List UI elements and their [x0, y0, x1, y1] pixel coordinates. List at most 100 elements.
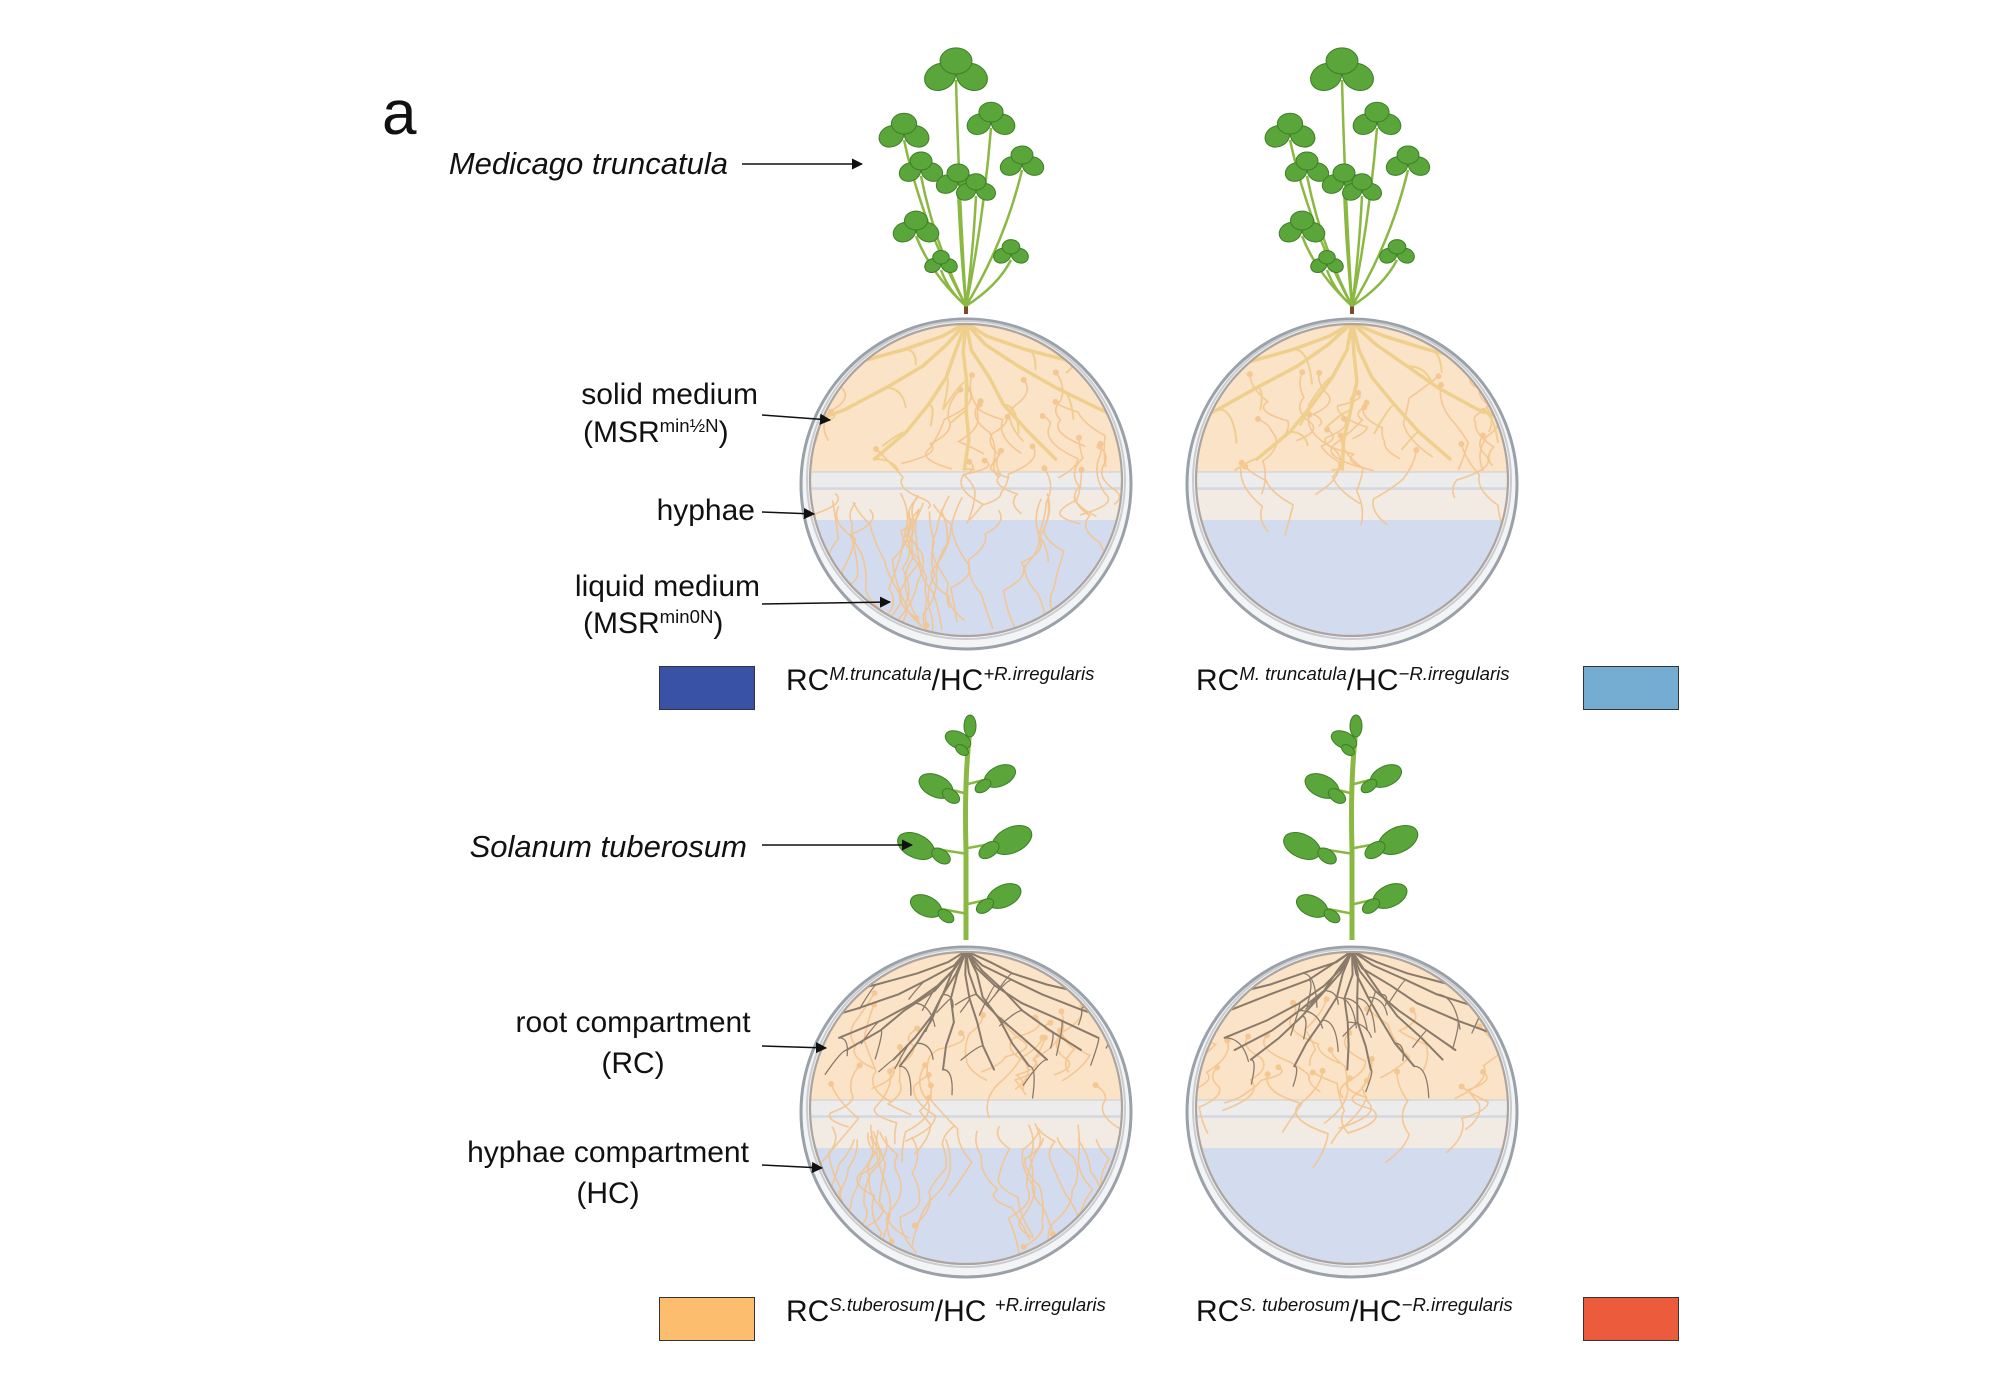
hypha-liquid — [922, 509, 949, 635]
leaflet — [1325, 47, 1359, 75]
medium-transition — [811, 490, 1121, 520]
compartment-divider — [1197, 1100, 1507, 1116]
spore — [1062, 624, 1069, 631]
lateral-root — [1394, 1042, 1404, 1062]
hypha — [1339, 1032, 1367, 1099]
medicago-plant-left — [878, 47, 1045, 314]
lateral-root — [1130, 376, 1138, 388]
main-root — [1343, 953, 1354, 1071]
leaflet-small — [931, 847, 951, 865]
spore — [911, 1222, 918, 1229]
label-solanum-tuberosum: Solanum tuberosum — [469, 829, 747, 864]
root-compartment-text: root compartment — [515, 1006, 751, 1039]
spore — [860, 1250, 867, 1257]
stem — [1325, 269, 1353, 307]
spore — [977, 398, 984, 405]
hypha-liquid — [914, 509, 928, 626]
label-hyphae-compartment: hyphae compartment (HC) — [450, 1136, 766, 1211]
medium-transition — [811, 1118, 1121, 1148]
leaflet — [909, 151, 933, 171]
hypha — [1289, 1002, 1340, 1064]
hypha-liquid — [1023, 1137, 1045, 1248]
spore — [1480, 1068, 1487, 1075]
main-root — [1197, 325, 1354, 391]
spore — [815, 617, 822, 624]
hypha — [964, 1014, 988, 1082]
spore — [856, 1062, 863, 1069]
dish-edge — [808, 322, 1124, 638]
hypha — [961, 459, 990, 525]
apical-bud — [963, 714, 977, 738]
spore — [1319, 1067, 1326, 1074]
hypha — [1372, 449, 1418, 526]
spore — [1245, 1033, 1252, 1040]
liquid-medium-formula-sup: min0N — [659, 605, 714, 627]
lateral-root — [1192, 389, 1200, 410]
main-root — [942, 953, 967, 1071]
dish-inner-rim — [1192, 320, 1512, 640]
spore — [998, 447, 1005, 454]
main-root — [811, 325, 968, 433]
hypha-liquid — [996, 1125, 1034, 1237]
compartment-divider — [1197, 472, 1507, 488]
hypha — [1044, 1021, 1076, 1073]
spore — [1438, 381, 1445, 388]
main-root — [1293, 953, 1353, 1068]
hypha-liquid — [1007, 1127, 1042, 1259]
lateral-root — [899, 1065, 912, 1096]
leaflet — [965, 173, 987, 191]
spore — [1413, 446, 1420, 453]
spore — [1363, 399, 1370, 406]
medicago-plant-right — [1264, 47, 1431, 314]
panel-letter: a — [382, 79, 417, 148]
lateral-root — [811, 374, 821, 398]
spore — [1355, 389, 1362, 396]
spore — [1214, 364, 1221, 371]
root-compartment-abbrev: (RC) — [601, 1046, 665, 1080]
spore — [979, 1012, 986, 1019]
compartment-divider — [811, 1100, 1121, 1116]
main-root — [961, 325, 971, 471]
leaflet-small — [1364, 840, 1386, 860]
hyphae-compartment-abbrev: (HC) — [576, 1176, 640, 1210]
spore — [1255, 416, 1262, 423]
hypha — [1362, 402, 1401, 460]
hypha — [1307, 414, 1361, 505]
spore — [1078, 466, 1085, 473]
main-root — [964, 325, 1121, 391]
main-root — [1350, 325, 1507, 433]
hypha — [1222, 1035, 1265, 1112]
lateral-root — [1356, 997, 1376, 1033]
stem — [956, 187, 968, 307]
hypha — [1330, 1077, 1368, 1145]
legend-hc: /HC — [1349, 1295, 1402, 1328]
hypha — [1324, 418, 1374, 472]
stem — [964, 195, 978, 307]
spore — [925, 1071, 932, 1078]
hypha-liquid — [975, 1130, 1031, 1241]
legend-rc: RC — [786, 1295, 830, 1328]
hypha — [1013, 1037, 1046, 1096]
spore — [1346, 1075, 1353, 1082]
hypha — [900, 389, 961, 465]
lateral-root — [1343, 997, 1368, 1031]
leaflet-small — [974, 778, 992, 794]
lateral-root — [1347, 1021, 1372, 1038]
hypha — [1198, 1066, 1221, 1135]
main-root — [964, 953, 995, 1071]
legend-swatch-mt-minus — [1583, 666, 1679, 710]
label-solid-medium: solid medium — [581, 378, 758, 411]
stem — [919, 175, 968, 307]
spore — [1004, 413, 1011, 420]
medium-transition — [1197, 490, 1507, 520]
main-root — [964, 325, 1058, 461]
leaflet-small — [1327, 788, 1347, 804]
leaflet — [1295, 151, 1319, 171]
spore — [824, 1241, 831, 1248]
legend-hc: /HC — [1346, 664, 1399, 697]
plate-solanum-with-fungus — [799, 945, 1133, 1279]
dish-contents — [811, 953, 1121, 1263]
spore — [1041, 465, 1048, 472]
spore — [1020, 1243, 1027, 1250]
stem — [1351, 259, 1399, 308]
